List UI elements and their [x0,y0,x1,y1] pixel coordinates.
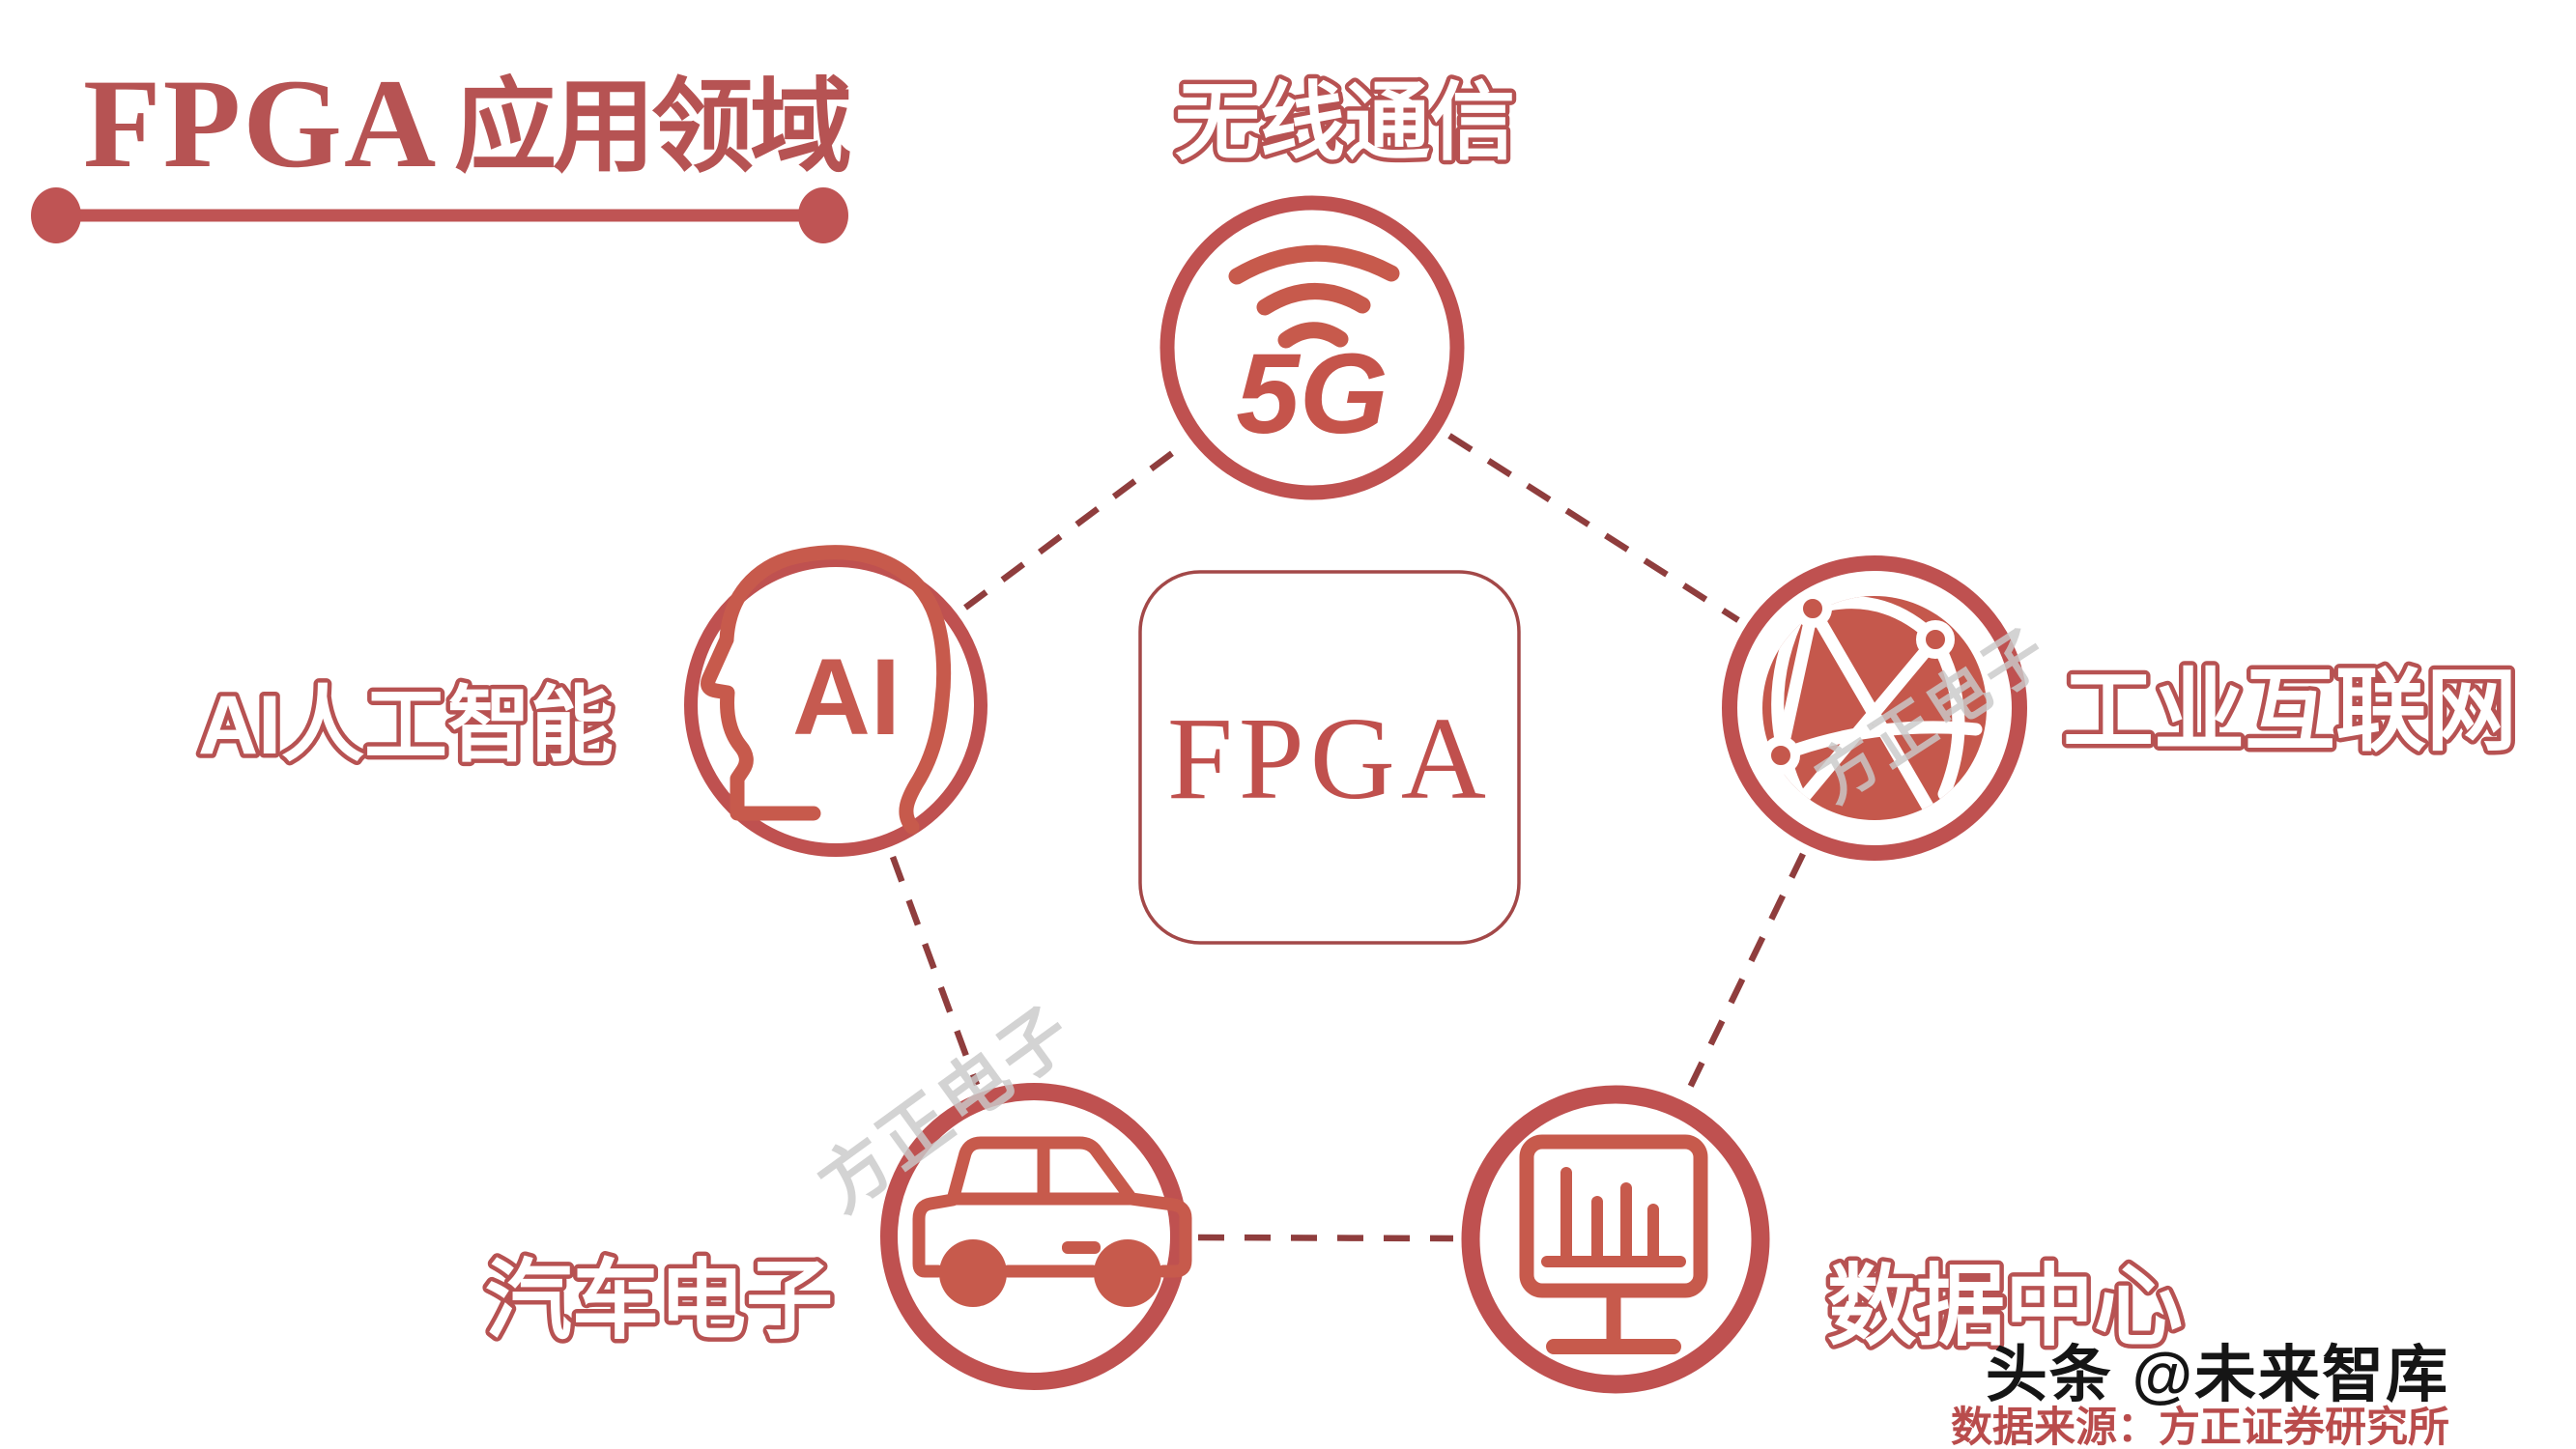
front-wheel-icon [1094,1239,1161,1307]
node-automotive: 汽车电子 方正电子 [481,991,1192,1390]
door-handle-icon [1062,1241,1101,1254]
page-title-zh: 应用领域 [454,71,850,185]
automotive-label: 汽车电子 [485,1253,833,1350]
connector-lines [889,433,1806,1242]
connector-industrial-datacenter [1684,852,1806,1095]
footer-credits: 头条 @未来智库 数据来源：方正证券研究所 [1951,1340,2449,1449]
industrial-circle [1722,555,2027,861]
center-chip: FPGA [1138,570,1521,945]
underline-left-dot-icon [31,187,81,243]
industrial-label: 工业互联网 [2063,660,2517,761]
node-data-center: 数据中心 [1461,1085,2188,1394]
ai-badge: AI [792,637,901,757]
node-wireless: 5G 无线通信 [1159,71,1520,500]
data-source-text: 数据来源：方正证券研究所 [1951,1405,2449,1449]
connector-automotive-datacenter [1197,1234,1454,1242]
title-block: FPGA 应用领域 [31,52,854,243]
node-industrial-internet: 工业互联网 方正电子 [1722,555,2522,861]
ai-circle [684,554,987,857]
connector-wireless-industrial [1447,433,1740,623]
byline-text: 头条 @未来智库 [1986,1340,2449,1409]
node-ai: AI AI人工智能 [194,545,987,857]
monitor-bar-chart-icon [1519,1134,1708,1354]
wireless-label: 无线通信 [1175,74,1515,170]
page-title-fpga: FPGA [83,52,438,194]
fpga-chip-label: FPGA [1167,694,1492,824]
suv-car-icon [912,1136,1192,1307]
rear-wheel-icon [939,1239,1007,1307]
wireless-5g-badge: 5G [1236,330,1388,458]
automotive-circle [880,1083,1188,1390]
connector-ai-automotive [889,855,981,1087]
ai-head-profile-icon: AI [701,545,952,835]
underline-right-dot-icon [798,187,848,243]
wifi-5g-icon: 5G [1228,244,1400,458]
connector-ai-wireless [963,442,1185,611]
globe-network-icon [1761,589,1987,820]
fpga-chip-box [1138,570,1521,945]
data-center-label: 数据中心 [1827,1258,2183,1356]
wireless-circle [1159,195,1465,500]
ai-label: AI人工智能 [198,679,614,772]
data-center-circle [1461,1085,1770,1394]
